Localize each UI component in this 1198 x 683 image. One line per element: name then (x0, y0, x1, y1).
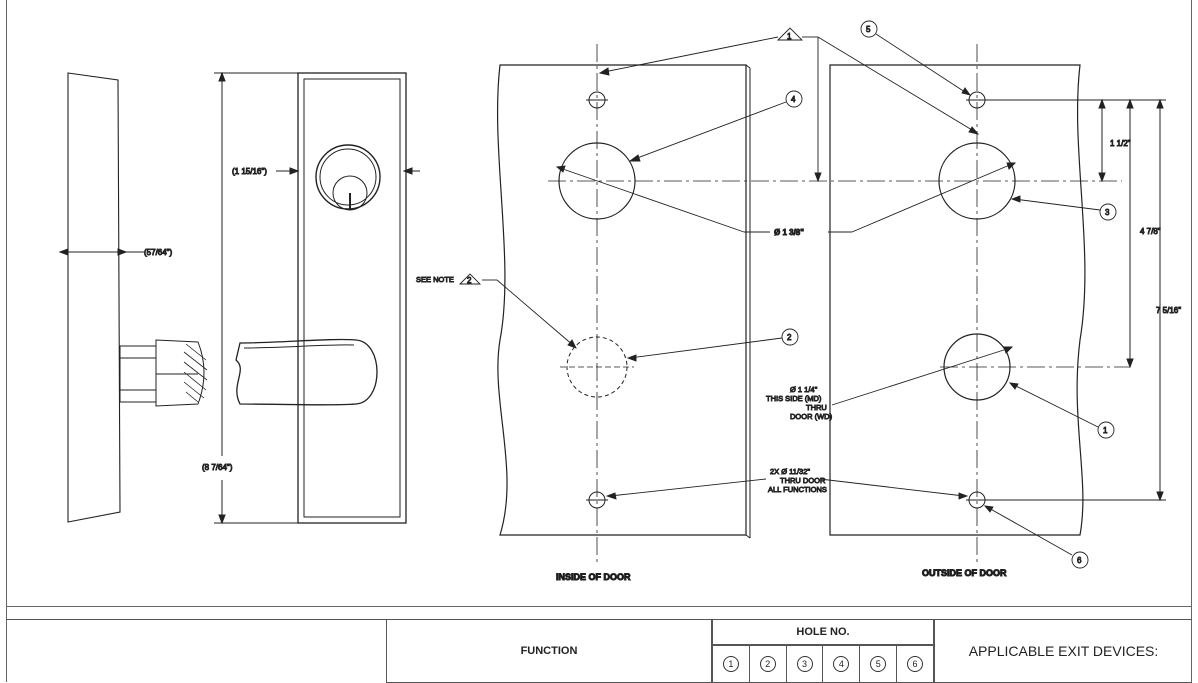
outside-door-panel: OUTSIDE OF DOOR (829, 44, 1166, 579)
bubble-4: 4 (791, 95, 796, 104)
function-header: FUNCTION (386, 619, 712, 683)
dim-4-7-8: 4 7/8" (1140, 227, 1161, 236)
dia-lever-line-1: Ø 1 1/4" (790, 385, 818, 394)
hole-number-cell: 2 (750, 646, 787, 682)
hole-number-bubble: 5 (870, 656, 887, 672)
table-blank-cell (6, 619, 386, 683)
thru-note-line-1: 2X Ø 11/32" (770, 467, 810, 476)
plate-height-dimension: (8 7/64") (202, 463, 233, 472)
outside-door-label: OUTSIDE OF DOOR (922, 568, 1007, 578)
dim-7-5-16: 7 5/16" (1156, 306, 1181, 315)
hole-no-header: HOLE NO. (712, 619, 934, 645)
template-drawing: (57/64") (8 7/64") (1 15/16") (58, 20, 1182, 583)
dia-large-note: Ø 1 3/8" (774, 228, 804, 237)
cylinder-offset-dimension: (1 15/16") (232, 167, 267, 176)
note-2-marker: 2 (467, 276, 472, 285)
hole-number-cell: 6 (897, 646, 933, 682)
dia-lever-line-2: THIS SIDE (MD) (766, 394, 822, 403)
hole-number-bubble: 6 (907, 656, 924, 672)
leaders: 1 4 5 Ø 1 3/8" 3 SEE NOTE 2 (416, 20, 1117, 569)
bubble-1: 1 (1103, 426, 1108, 435)
hole-number-cell: 4 (823, 646, 861, 682)
dim-1-1-2: 1 1/2" (1110, 139, 1131, 148)
bubble-3: 3 (1105, 208, 1110, 217)
inside-door-label: INSIDE OF DOOR (556, 572, 631, 582)
dia-lever-line-4: DOOR (WD) (790, 412, 833, 421)
note-1-marker: 1 (787, 32, 792, 41)
dia-lever-line-3: THRU (806, 403, 827, 412)
backset-dimension: (57/64") (144, 248, 173, 257)
bubble-2: 2 (787, 333, 792, 342)
knurl-hatch (183, 343, 208, 403)
inside-door-panel: INSIDE OF DOOR (496, 44, 1122, 583)
bubble-5: 5 (866, 25, 871, 34)
applicable-exit-devices: APPLICABLE EXIT DEVICES: (934, 619, 1192, 683)
hole-number-bubble: 4 (833, 656, 850, 672)
right-dimensions: 1 1/2" 4 7/8" 7 5/16" (1098, 98, 1182, 502)
hole-number-row: 1 2 3 4 5 6 (712, 645, 934, 683)
see-note-text: SEE NOTE (416, 275, 454, 284)
side-profile: (57/64") (58, 72, 208, 523)
hole-number-bubble: 3 (796, 656, 813, 672)
function-table: FUNCTION HOLE NO. 1 2 3 4 5 6 APPLICABLE… (6, 606, 1192, 683)
hole-number-cell: 1 (713, 646, 750, 682)
trim-plate-front: (8 7/64") (1 15/16") (202, 71, 420, 525)
hole-number-cell: 5 (860, 646, 898, 682)
thru-note-line-2: THRU DOOR (780, 476, 826, 485)
hole-number-bubble: 1 (722, 656, 739, 672)
hole-number-cell: 3 (787, 646, 824, 682)
thru-note-line-3: ALL FUNCTIONS (768, 485, 827, 494)
bubble-6: 6 (1077, 556, 1082, 565)
hole-number-bubble: 2 (759, 656, 776, 672)
